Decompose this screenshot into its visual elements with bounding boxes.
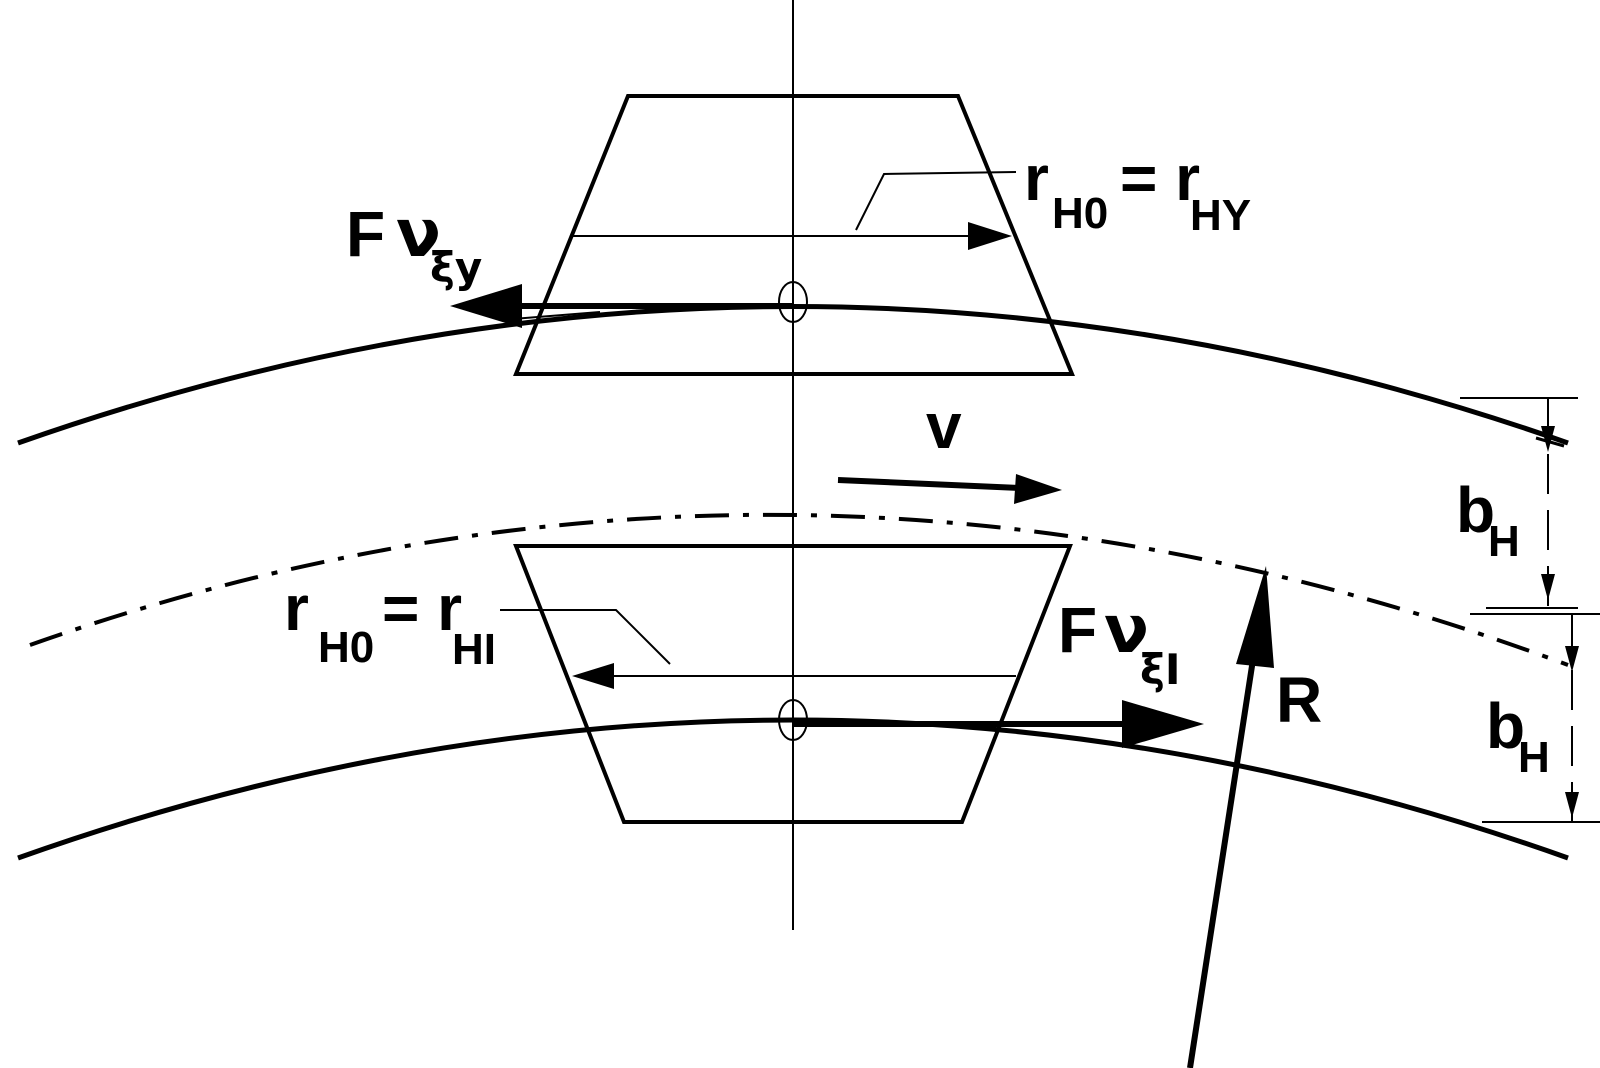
bottom-force-label-sub: ξI — [1140, 645, 1180, 694]
radius-R-label: R — [1276, 664, 1322, 736]
bottom-radius-label-sub2: HI — [452, 625, 496, 674]
radius-R-shaft — [1187, 639, 1259, 1068]
upper-radius-arrowhead — [968, 222, 1012, 250]
width-top-arrow-2 — [1541, 574, 1555, 600]
bottom-radius-label-eq: = r — [382, 572, 462, 644]
width-bottom-label-sub: H — [1518, 733, 1550, 782]
middle-dashdot-curve — [29, 512, 1569, 667]
top-force-label-sub: ξy — [430, 243, 482, 292]
top-radius-label-sub2: HY — [1190, 191, 1251, 240]
top-force-label-nu: ν — [396, 195, 441, 272]
width-bottom-arrow-1 — [1565, 646, 1579, 672]
radius-R-arrowhead — [1236, 566, 1274, 668]
upper-center-point — [778, 281, 808, 323]
width-top-tick — [1535, 436, 1565, 448]
lower-block — [513, 544, 1073, 824]
velocity-shaft — [837, 477, 1021, 491]
velocity-label: v — [926, 390, 962, 462]
lower-curve — [17, 717, 1569, 861]
upper-force-tail — [499, 311, 601, 321]
upper-force-arrowhead — [450, 284, 522, 328]
width-top-arrow-1 — [1541, 426, 1555, 452]
lower-radius-arrowhead — [572, 663, 614, 689]
top-radius-label-sub: H0 — [1052, 189, 1108, 238]
lower-label-leader — [500, 609, 671, 665]
top-radius-label-eq: = r — [1120, 142, 1200, 214]
bottom-radius-label-r: r — [284, 572, 309, 644]
bottom-force-label-nu: ν — [1104, 591, 1149, 668]
upper-label-leader — [855, 171, 1017, 231]
top-radius-label-r: r — [1024, 142, 1049, 214]
bottom-radius-label-sub: H0 — [318, 623, 374, 672]
width-top-label-b: b — [1456, 474, 1495, 546]
width-bottom-label-b: b — [1486, 690, 1525, 762]
top-force-label-F: F — [346, 198, 385, 270]
lower-force-arrowhead — [1122, 700, 1204, 748]
velocity-arrowhead — [1014, 474, 1062, 504]
width-bottom-arrow-2 — [1565, 792, 1579, 818]
bottom-force-label-F: F — [1058, 594, 1097, 666]
lower-center-point — [778, 699, 808, 741]
width-top-label-sub: H — [1488, 517, 1520, 566]
upper-block — [513, 94, 1075, 376]
